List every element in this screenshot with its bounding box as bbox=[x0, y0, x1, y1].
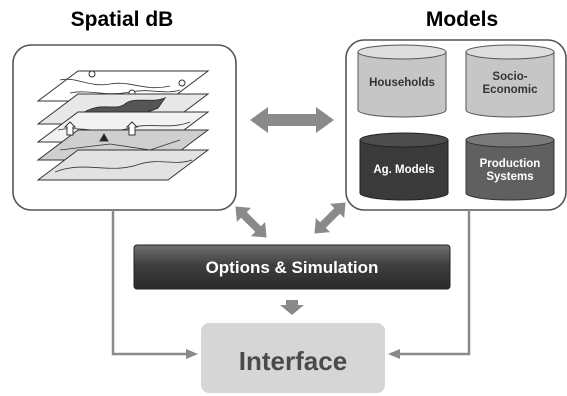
households-label: Households bbox=[369, 77, 435, 89]
spatial-options-double-arrow bbox=[235, 206, 267, 238]
spatial-interface-arrowhead bbox=[186, 349, 198, 359]
options-simulation-label: Options & Simulation bbox=[206, 258, 379, 277]
models-interface-connector bbox=[398, 210, 471, 356]
ag-models-label: Ag. Models bbox=[373, 164, 434, 176]
models-options-double-arrow bbox=[314, 202, 346, 234]
down-arrow bbox=[280, 300, 304, 315]
interface-label: Interface bbox=[239, 346, 347, 376]
models-title: Models bbox=[426, 8, 498, 31]
socio-economic-label: Socio-Economic bbox=[483, 71, 539, 96]
spatial-models-double-arrow bbox=[250, 107, 334, 133]
interface-box bbox=[201, 323, 385, 393]
ag-models-cylinder: Ag. Models bbox=[359, 132, 449, 201]
layered-map-icon bbox=[36, 70, 210, 181]
models-interface-arrowhead bbox=[388, 349, 400, 359]
households-cylinder: Households bbox=[357, 44, 447, 118]
spatial-interface-connector bbox=[111, 210, 188, 356]
socio-economic-cylinder: Socio-Economic bbox=[465, 44, 555, 118]
options-simulation-bar bbox=[133, 244, 451, 290]
spatial-db-title: Spatial dB bbox=[71, 8, 174, 31]
